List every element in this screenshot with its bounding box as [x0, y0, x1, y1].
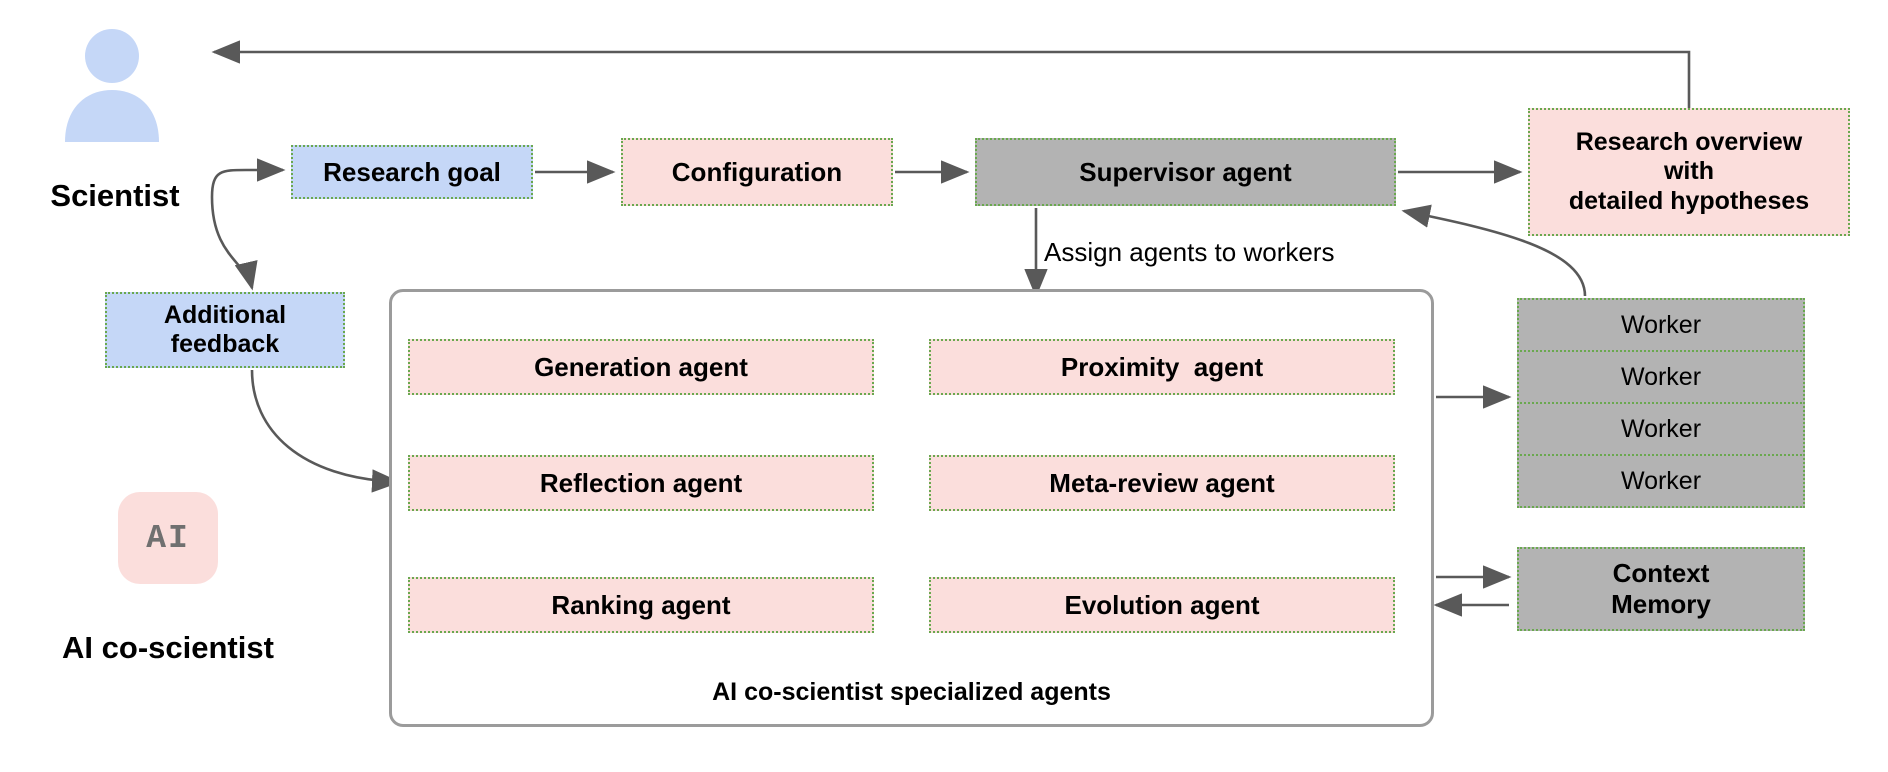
- node-supervisor-agent[interactable]: Supervisor agent: [975, 138, 1396, 206]
- worker-row[interactable]: Worker: [1517, 402, 1805, 456]
- edge-overview-to-scientist: [211, 40, 1691, 108]
- research-overview-line-2: with: [1663, 157, 1714, 186]
- additional-feedback-line-2: feedback: [170, 330, 280, 358]
- node-evolution-agent[interactable]: Evolution agent: [929, 577, 1395, 633]
- worker-stack: Worker Worker Worker Worker: [1517, 298, 1805, 508]
- additional-feedback-line-1: Additional: [163, 300, 287, 329]
- edge-scientist-to-goal: [210, 158, 286, 198]
- node-generation-agent[interactable]: Generation agent: [408, 339, 874, 395]
- scientist-label: Scientist: [50, 178, 180, 213]
- node-context-memory[interactable]: Context Memory: [1517, 547, 1805, 631]
- node-additional-feedback[interactable]: Additional feedback: [105, 292, 345, 368]
- edge-label-assign: Assign agents to workers: [1044, 237, 1335, 267]
- context-memory-line-2: Memory: [1611, 589, 1711, 619]
- context-memory-line-1: Context: [1612, 558, 1710, 589]
- worker-row[interactable]: Worker: [1517, 298, 1805, 352]
- node-proximity-agent[interactable]: Proximity agent: [929, 339, 1395, 395]
- node-meta-review-agent[interactable]: Meta-review agent: [929, 455, 1395, 511]
- worker-row[interactable]: Worker: [1517, 350, 1805, 404]
- worker-row[interactable]: Worker: [1517, 454, 1805, 508]
- agents-panel-caption: AI co-scientist specialized agents: [712, 678, 1111, 706]
- node-research-overview[interactable]: Research overview with detailed hypothes…: [1528, 108, 1850, 236]
- node-reflection-agent[interactable]: Reflection agent: [408, 455, 874, 511]
- node-configuration[interactable]: Configuration: [621, 138, 893, 206]
- ai-co-scientist-label: AI co-scientist: [62, 630, 274, 665]
- ai-badge: AI: [118, 492, 218, 584]
- edge-scientist-to-feedback: [210, 196, 258, 291]
- edge-feedback-to-reflection: [250, 369, 401, 493]
- node-ranking-agent[interactable]: Ranking agent: [408, 577, 874, 633]
- person-icon: [65, 29, 159, 142]
- research-overview-line-3: detailed hypotheses: [1568, 186, 1810, 215]
- research-overview-line-1: Research overview: [1575, 127, 1803, 156]
- node-research-goal[interactable]: Research goal: [291, 145, 533, 199]
